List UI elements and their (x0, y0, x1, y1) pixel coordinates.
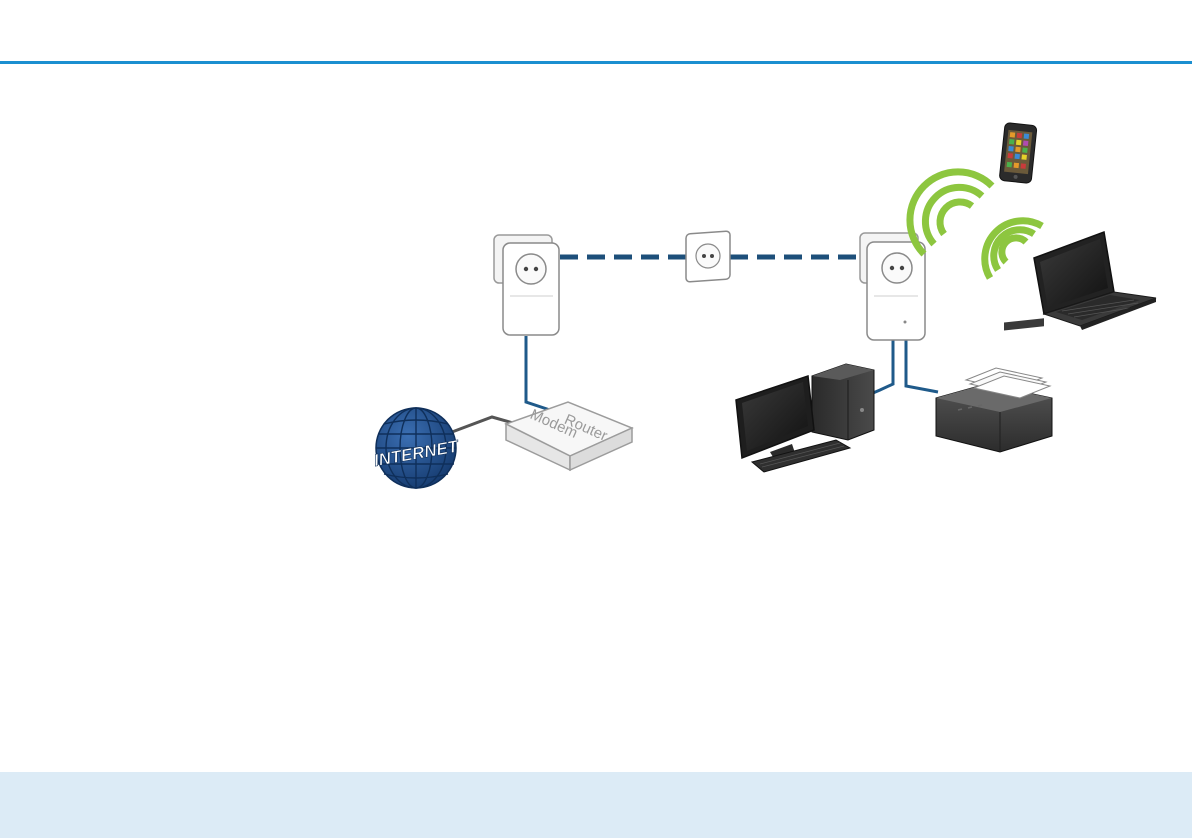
printer-icon (936, 318, 1052, 452)
footer-band (0, 772, 1192, 838)
smartphone-icon (999, 122, 1037, 183)
cable-adapter-to-router (526, 336, 556, 412)
cable-adapter-to-printer (906, 340, 938, 392)
modem-router: Modem Router (506, 402, 632, 470)
desktop-computer-icon (736, 364, 874, 472)
internet-globe-icon: INTERNET (372, 408, 461, 488)
powerline-adapter-left (494, 235, 559, 335)
wall-socket (686, 231, 730, 282)
powerline-adapter-right (860, 233, 925, 340)
laptop-icon (1034, 232, 1156, 330)
wifi-signal-icon (910, 172, 1042, 278)
